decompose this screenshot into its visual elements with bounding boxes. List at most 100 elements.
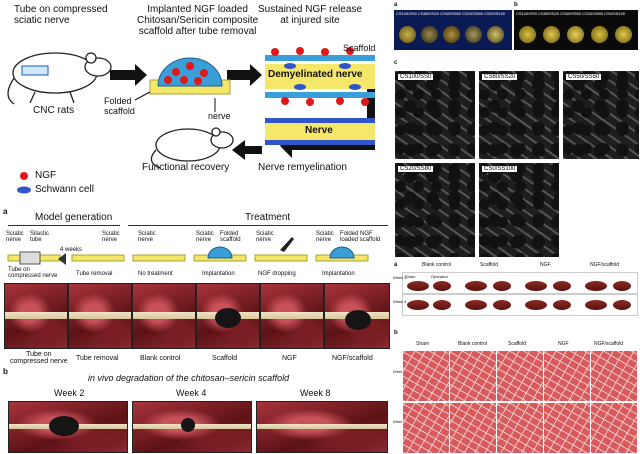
muscle-sample xyxy=(585,281,607,291)
muscle-sample xyxy=(585,300,607,310)
scaffold-disk xyxy=(443,26,460,43)
histo-panel-a-letter: a xyxy=(394,262,398,268)
operated-label: Operated xyxy=(431,274,448,279)
ngf-legend-label: NGF xyxy=(35,170,57,181)
sem-label: CS20/SS80 xyxy=(398,166,434,172)
week-label: Week 4 xyxy=(176,388,207,398)
step-bottom-label: Tube removal xyxy=(76,271,113,277)
disk-label: CS50/SS50 xyxy=(560,11,581,16)
release-title: Sustained NGF release at injured site xyxy=(258,4,362,26)
row-label: Week 4 xyxy=(393,419,407,424)
step-mid-label: Silastic tube xyxy=(30,231,50,244)
sem-label: CS0/SS100 xyxy=(482,166,518,172)
step-bottom-label: NGF dropping xyxy=(258,271,296,277)
panel-a-letter: a xyxy=(394,2,398,8)
step-top-label: Sciatic nerve xyxy=(6,231,24,244)
muscle-row-week4 xyxy=(402,294,638,316)
histology-image xyxy=(543,350,591,402)
muscle-sample xyxy=(465,300,487,310)
row-label: Week 2 xyxy=(393,369,407,374)
treatment-heading: Treatment xyxy=(245,212,291,223)
step-bottom-label: Tube on compressed nerve xyxy=(8,267,58,280)
step-mid-label: Folded scaffold xyxy=(220,231,241,244)
stain-col-label: NGF xyxy=(558,341,569,347)
muscle-sample xyxy=(493,281,511,291)
schwann-legend-icon xyxy=(17,186,31,194)
scaffold-disk xyxy=(421,26,438,43)
disk-label: CS80/SS20 xyxy=(418,11,439,16)
histo-panel-b-letter: b xyxy=(394,330,398,336)
sem-label: CS80/SS20 xyxy=(482,74,518,80)
scaffold-label: Scaffold xyxy=(343,43,376,53)
surgery-photo xyxy=(68,283,132,349)
schwann-legend-label: Schwann cell xyxy=(35,184,94,195)
step-top-label: Sciatic nerve xyxy=(102,231,120,244)
divider xyxy=(128,225,388,226)
step-top-label: Sciatic nerve xyxy=(196,231,214,244)
scaffold-disk xyxy=(487,26,504,43)
scaffold-disk xyxy=(465,26,482,43)
step-mid-label: Folded NGF loaded scaffold xyxy=(340,231,381,244)
sem-image: CS0/SS100 xyxy=(478,162,560,258)
stain-col-label: NGF/scaffold xyxy=(594,341,624,347)
procedure-diagram xyxy=(7,237,369,265)
histology-image xyxy=(402,402,450,454)
scaffold-disk xyxy=(399,26,416,43)
histology-image xyxy=(496,402,544,454)
muscle-sample xyxy=(407,281,429,291)
schematic-drawing xyxy=(7,47,375,194)
nerve-label: Nerve xyxy=(305,125,333,136)
muscle-sample xyxy=(525,281,547,291)
photo-caption: NGF xyxy=(282,355,297,362)
group-label: NGF xyxy=(540,262,551,268)
muscle-sample xyxy=(613,300,631,310)
surgery-photo xyxy=(324,283,390,349)
step-bottom-label: Implantation xyxy=(322,271,355,277)
cnc-rats-label: CNC rats xyxy=(33,105,75,116)
photo-caption: Blank control xyxy=(140,355,181,362)
muscle-sample xyxy=(407,300,429,310)
remyelination-label: Nerve remyelination xyxy=(258,162,347,173)
disk-label: CS100/SS0 xyxy=(516,11,537,16)
week-label: Week 2 xyxy=(54,388,85,398)
step-top-label: Sciatic nerve xyxy=(316,231,334,244)
ngf-legend-icon xyxy=(20,172,28,180)
rat-icon xyxy=(7,52,112,105)
surgery-photo xyxy=(196,283,260,349)
sem-image: CS80/SS20 xyxy=(478,70,560,160)
disk-photo-a xyxy=(394,10,512,50)
photo-caption: Tube on compressed nerve xyxy=(10,351,68,366)
surgery-photo xyxy=(4,283,68,349)
stain-col-label: Scaffold xyxy=(508,341,526,347)
scaffold-disk xyxy=(543,26,560,43)
disk-label: CS80/SS20 xyxy=(538,11,559,16)
panel-c-letter: c xyxy=(394,60,398,66)
histology-image xyxy=(449,350,497,402)
muscle-sample xyxy=(613,281,631,291)
histology-image xyxy=(402,350,450,402)
sem-image: CS100/SS0 xyxy=(394,70,476,160)
scaffold-disk xyxy=(591,26,608,43)
degradation-title: in vivo degradation of the chitosan–seri… xyxy=(88,373,290,383)
step-bottom-label: No treatment xyxy=(138,271,173,277)
degradation-photo xyxy=(8,401,128,453)
scaffold-disk xyxy=(567,26,584,43)
tube-title: Tube on compressed sciatic nerve xyxy=(14,4,108,26)
sem-panel: a b c CS100/SS0 CS80/SS20 CS50/SS50 CS20… xyxy=(392,0,640,260)
tube-marker xyxy=(21,65,49,76)
muscle-sample xyxy=(433,281,451,291)
disk-labels-b: CS100/SS0 CS80/SS20 CS50/SS50 CS20/SS80 … xyxy=(516,12,625,16)
histology-image xyxy=(449,402,497,454)
remyelinated-nerve-illustration xyxy=(265,118,375,145)
folded-scaffold-label: Folded scaffold xyxy=(104,96,135,116)
muscle-sample xyxy=(525,300,547,310)
row-label: Week 2 xyxy=(393,275,407,280)
group-label: Blank control xyxy=(422,262,451,268)
scaffold-disk xyxy=(519,26,536,43)
disk-photo-b xyxy=(514,10,638,50)
disk-labels-a: CS100/SS0 CS80/SS20 CS50/SS50 CS20/SS80 … xyxy=(396,12,505,16)
photo-caption: Tube removal xyxy=(76,355,119,362)
muscle-sample xyxy=(493,300,511,310)
group-label: Scaffold xyxy=(480,262,498,268)
